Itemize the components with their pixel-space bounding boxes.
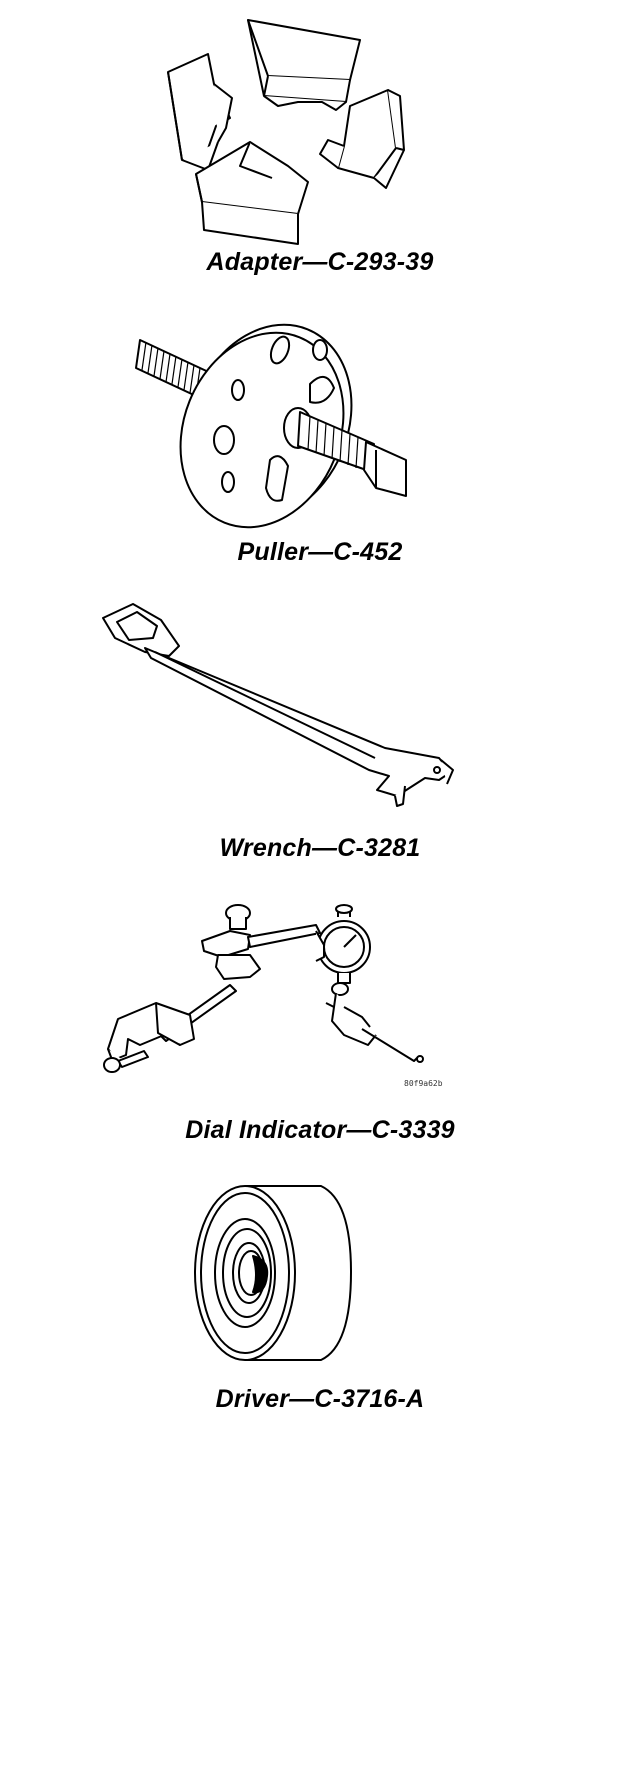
wrench-caption: Wrench—C-3281 <box>219 834 421 862</box>
puller-icon <box>130 310 430 540</box>
adapter-caption: Adapter—C-293-39 <box>206 248 434 276</box>
dial-indicator-caption: Dial Indicator—C-3339 <box>185 1116 455 1144</box>
puller-caption: Puller—C-452 <box>237 538 403 566</box>
dial-indicator-icon <box>100 895 470 1095</box>
adapter-segments-icon <box>160 18 460 248</box>
figure-code: 80f9a62b <box>404 1079 443 1088</box>
wrench-icon <box>95 600 475 820</box>
driver-icon <box>185 1180 385 1370</box>
driver-caption: Driver—C-3716-A <box>215 1385 425 1413</box>
